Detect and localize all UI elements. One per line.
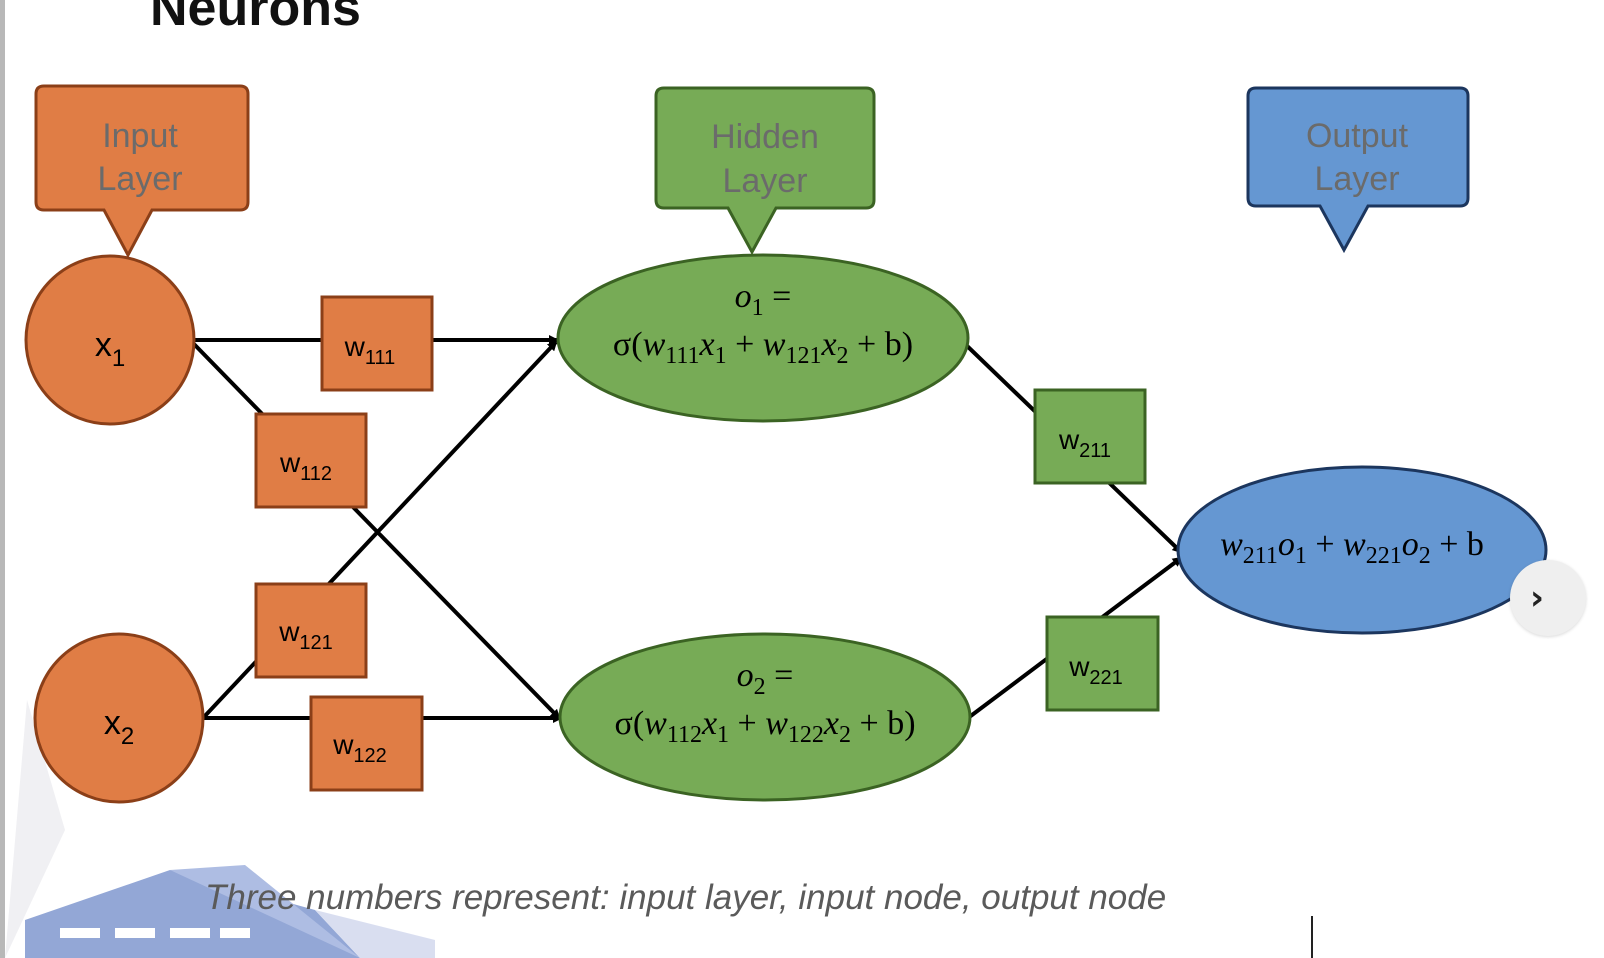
callout-output-line1: Output [1306,117,1409,155]
formula-output: w211o1 + w221o2 + b [1220,526,1484,569]
logo-decoration [5,700,435,958]
weight-w112: w112 [254,412,368,509]
callout-input-line1: Input [102,117,178,155]
x2-sub: 2 [121,723,134,750]
svg-text:w211: w211 [1058,424,1111,462]
x1-base: x [95,326,112,364]
svg-text:w122: w122 [332,729,387,767]
input-node-x1: x1 [24,254,196,426]
callout-input-layer: Input Layer [34,84,250,259]
callout-hidden-layer: Hidden Layer [654,86,876,256]
weight-w221: w221 [1045,615,1160,712]
weight-w121: w121 [254,582,368,679]
x1-sub: 1 [112,345,125,372]
svg-text:w221: w221 [1068,651,1123,689]
chevron-right-icon: › [1529,578,1544,618]
weight-w111: w111 [320,295,434,392]
svg-text:o1 =: o1 = [735,278,792,321]
formula-o2: σ(w112x1 + w122x2 + b) [614,705,915,748]
svg-text:x2: x2 [104,704,134,750]
next-slide-button[interactable]: › [1510,560,1586,636]
input-node-x2: x2 [33,632,205,804]
output-node: w211o1 + w221o2 + b [1176,465,1548,635]
callout-input-line2: Layer [97,160,182,198]
callout-output-line2: Layer [1314,160,1399,198]
slide-caption: Three numbers represent: input layer, in… [205,878,1167,917]
edge-x1-o2 [188,338,561,720]
callout-hidden-line2: Layer [722,162,807,200]
callout-output-layer: Output Layer [1246,86,1470,254]
footer-divider [1311,916,1313,958]
slide-title: Neurons [150,0,361,37]
svg-text:o2 =: o2 = [737,657,794,700]
svg-text:w121: w121 [278,616,333,654]
callout-hidden-line1: Hidden [711,118,819,156]
svg-text:x1: x1 [95,326,125,372]
formula-o1: σ(w111x1 + w121x2 + b) [613,326,913,369]
hidden-node-o1: o1 = σ(w111x1 + w121x2 + b) [556,253,970,423]
weight-w122: w122 [309,695,424,792]
x2-base: x [104,704,121,742]
svg-text:w111: w111 [344,331,396,369]
weight-w211: w211 [1033,388,1147,485]
hidden-node-o2: o2 = σ(w112x1 + w122x2 + b) [558,632,972,802]
svg-text:w112: w112 [279,447,332,485]
window-left-edge [0,0,5,958]
